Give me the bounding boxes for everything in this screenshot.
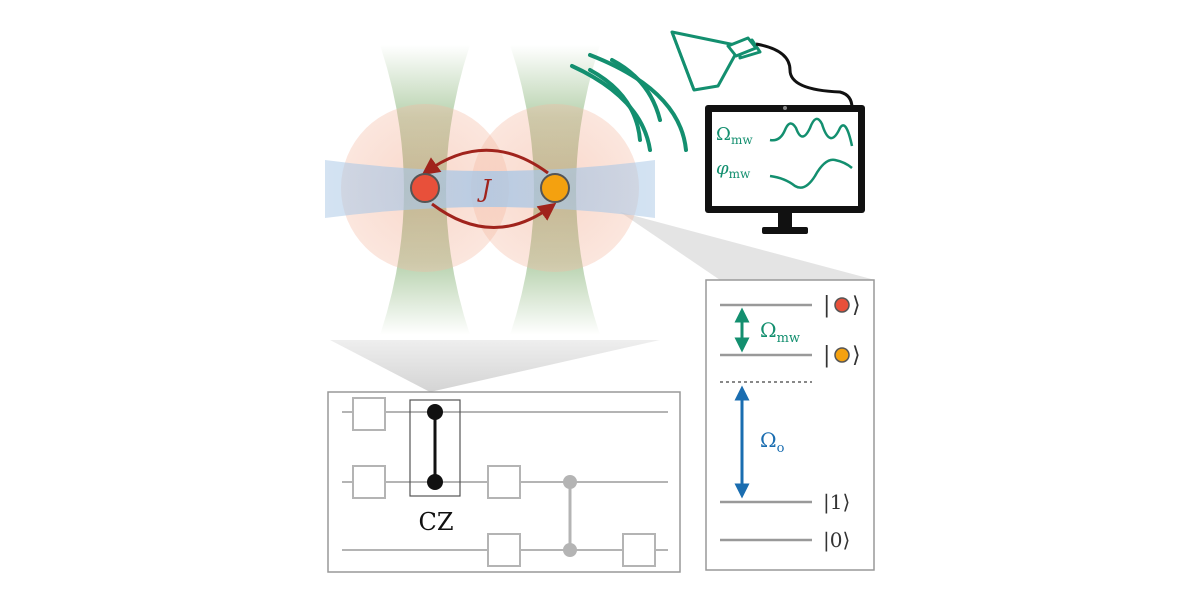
ket-zero: |0⟩ <box>823 528 850 553</box>
cz-gate-box <box>409 399 461 497</box>
antenna-cable <box>755 42 854 109</box>
microwave-horn-icon <box>670 30 762 92</box>
phase-waveform <box>769 158 853 189</box>
atom-orange <box>540 173 570 203</box>
ket-rydberg-orange: | ⟩ <box>823 343 861 368</box>
svg-text:|: | <box>823 293 830 318</box>
ket-rydberg-red: | ⟩ <box>823 293 861 318</box>
lattice-beam <box>325 160 655 218</box>
coupling-arrow-top <box>421 148 549 176</box>
coupling-arrow-bottom <box>431 202 557 229</box>
cz-gate-label: CZ <box>418 508 453 536</box>
amplitude-waveform <box>769 117 854 147</box>
zoom-projection-levels <box>620 212 875 280</box>
zoom-projection-circuit <box>330 340 660 392</box>
gray-control-bottom <box>563 543 577 557</box>
energy-level-panel <box>705 279 875 571</box>
ket-red-atom-icon <box>834 297 850 313</box>
cz-control-top <box>427 404 443 420</box>
svg-text:⟩: ⟩ <box>852 293 861 318</box>
svg-text:⟩: ⟩ <box>852 343 861 368</box>
atom-red <box>410 173 440 203</box>
phase-label: φmw <box>716 158 751 181</box>
ket-orange-atom-icon <box>834 347 850 363</box>
microwave-transition-label: Ωmw <box>760 318 800 346</box>
optical-transition-label: Ωo <box>760 428 785 456</box>
svg-text:|: | <box>823 343 830 368</box>
cz-control-bottom <box>427 474 443 490</box>
microwave-waves <box>570 53 688 152</box>
amplitude-label: Ωmw <box>716 124 753 147</box>
ket-one: |1⟩ <box>823 490 850 515</box>
energy-levels <box>720 303 812 542</box>
circuit-single-qubit-gates <box>352 397 656 567</box>
gray-control-top <box>563 475 577 489</box>
